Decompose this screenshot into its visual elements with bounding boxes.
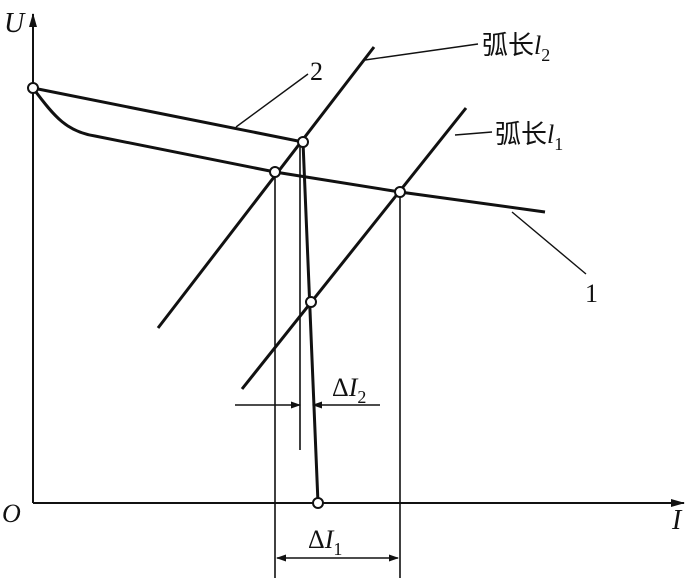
intersection-points — [27, 82, 406, 509]
origin-label: O — [2, 499, 21, 528]
point-curve2-arc-l1 — [305, 296, 317, 308]
leader-arc-l2 — [364, 43, 479, 61]
delta-i1-label: ΔI1 — [308, 525, 342, 559]
y-axis-label: U — [4, 8, 26, 39]
arc-l1-prefix: 弧长 — [495, 120, 547, 150]
leader-curve-1 — [511, 211, 587, 275]
delta-i2-symbol: Δ — [332, 373, 349, 402]
arc-line-l2 — [156, 46, 376, 329]
x-axis-label: I — [671, 505, 683, 536]
arc-l1-sub: 1 — [554, 134, 563, 154]
point-curve2-axis — [312, 497, 324, 509]
arc-l2-sub: 2 — [541, 45, 550, 65]
curve-1-label: 1 — [585, 279, 598, 308]
delta-i1-sub: 1 — [333, 539, 342, 559]
leader-arc-l1 — [454, 131, 493, 136]
point-start — [27, 82, 39, 94]
arc-l2-prefix: 弧长 — [482, 31, 534, 61]
delta-i2-var: I — [348, 373, 359, 402]
projection-lines — [274, 142, 401, 578]
point-curve1-arc-l1 — [394, 186, 406, 198]
delta-i2-sub: 2 — [357, 387, 366, 407]
delta-i1-symbol: Δ — [308, 525, 325, 554]
arc-l2-var: l — [534, 31, 541, 60]
arc-l2-label: 弧长l2 — [482, 31, 550, 65]
curve-2-label: 2 — [310, 57, 323, 86]
arc-line-l1 — [240, 107, 468, 390]
leader-lines — [235, 43, 587, 275]
leader-curve-2 — [235, 73, 309, 128]
delta-i1-var: I — [324, 525, 335, 554]
arc-l1-label: 弧长l1 — [495, 120, 563, 154]
source-curve-1 — [31, 87, 546, 214]
axes — [29, 13, 685, 507]
delta-i2-label: ΔI2 — [332, 373, 366, 407]
point-curve2-arc-l2 — [297, 136, 309, 148]
point-curve1-arc-l2 — [269, 166, 281, 178]
arc-l1-var: l — [547, 120, 554, 149]
